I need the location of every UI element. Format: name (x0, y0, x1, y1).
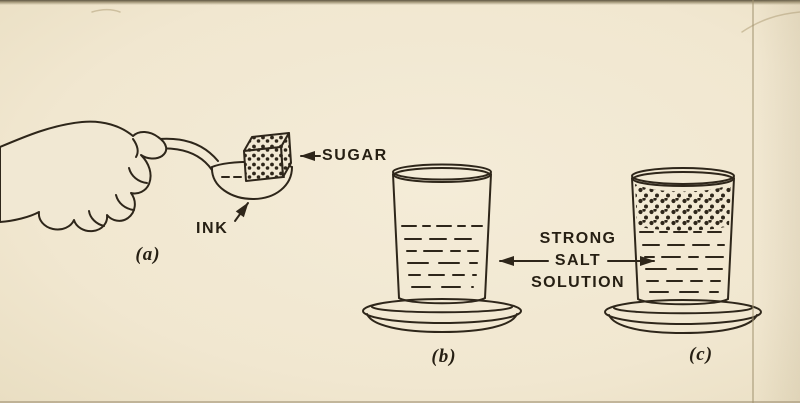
solution-label: STRONG SALT SOLUTION (498, 228, 658, 294)
finger-crease (128, 167, 148, 184)
page-edge-bottom (0, 401, 800, 403)
sugar-label: SUGAR (322, 147, 388, 164)
saucer-c-illustration (604, 299, 762, 334)
page-edge-top (0, 0, 800, 5)
page-edge-right-shade (754, 0, 800, 403)
glass-b-illustration (392, 163, 492, 305)
floating-sugar-speckles (635, 184, 731, 231)
ink-label: INK (196, 220, 229, 237)
finger-crease (88, 210, 105, 227)
solution-label-line1: STRONG (539, 230, 617, 247)
finger-crease (115, 194, 135, 211)
thumb-crease (132, 138, 139, 158)
page-crease-line (752, 0, 754, 403)
panel-b-label: (b) (431, 346, 457, 367)
panel-c-label: (c) (688, 344, 714, 365)
ink-arrow-icon (234, 202, 249, 222)
saucer-b-illustration (362, 298, 522, 333)
sugar-cube-illustration (243, 132, 292, 182)
scan-artifact-line (741, 11, 800, 33)
liquid-dashes-b (404, 238, 480, 288)
hand-illustration (0, 120, 168, 233)
liquid-dashes-c (642, 244, 725, 293)
panel-a-label: (a) (135, 244, 161, 265)
scan-artifact-mark (91, 9, 121, 13)
solution-label-line3: SOLUTION (531, 274, 625, 291)
solution-label-line2: SALT (554, 252, 602, 269)
